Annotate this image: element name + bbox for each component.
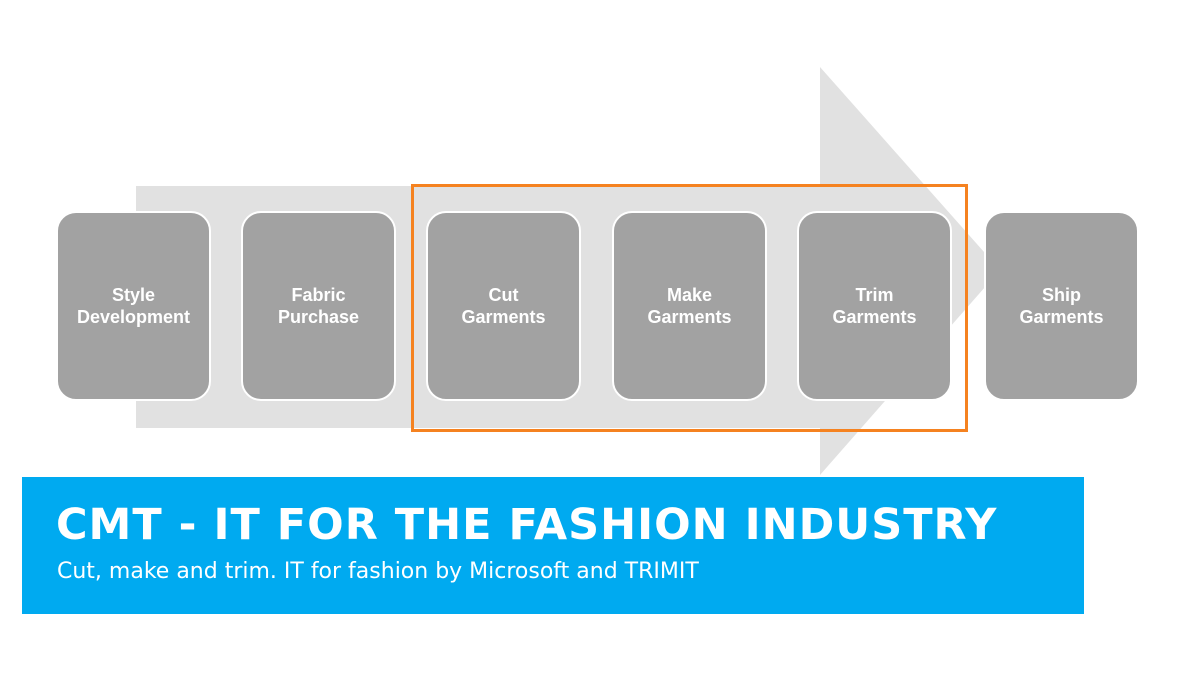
step-label: Trim Garments	[832, 285, 917, 327]
cmt-highlight-frame	[411, 184, 968, 432]
step-cut-garments: Cut Garments	[426, 211, 581, 401]
step-label: Style Development	[76, 285, 191, 327]
step-label: Ship Garments	[1019, 285, 1104, 327]
step-label: Cut Garments	[461, 285, 546, 327]
step-style-development: Style Development	[56, 211, 211, 401]
step-trim-garments: Trim Garments	[797, 211, 952, 401]
banner-subtitle: Cut, make and trim. IT for fashion by Mi…	[57, 559, 699, 584]
step-make-garments: Make Garments	[612, 211, 767, 401]
step-label: Fabric Purchase	[277, 285, 360, 327]
step-fabric-purchase: Fabric Purchase	[241, 211, 396, 401]
step-ship-garments: Ship Garments	[984, 211, 1139, 401]
step-label: Make Garments	[647, 285, 732, 327]
title-banner: CMT - IT FOR THE FASHION INDUSTRY Cut, m…	[22, 477, 1084, 614]
banner-title: CMT - IT FOR THE FASHION INDUSTRY	[56, 500, 998, 550]
